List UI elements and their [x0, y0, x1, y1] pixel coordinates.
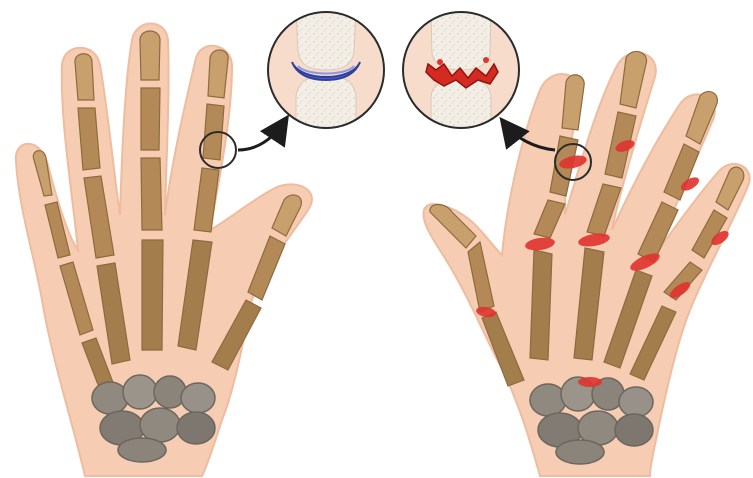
healthy-hand [16, 24, 312, 477]
curved-arrow-icon [238, 122, 284, 150]
healthy-joint-zoom-icon [266, 10, 386, 130]
inflamed-joint-zoom-icon [401, 10, 521, 130]
